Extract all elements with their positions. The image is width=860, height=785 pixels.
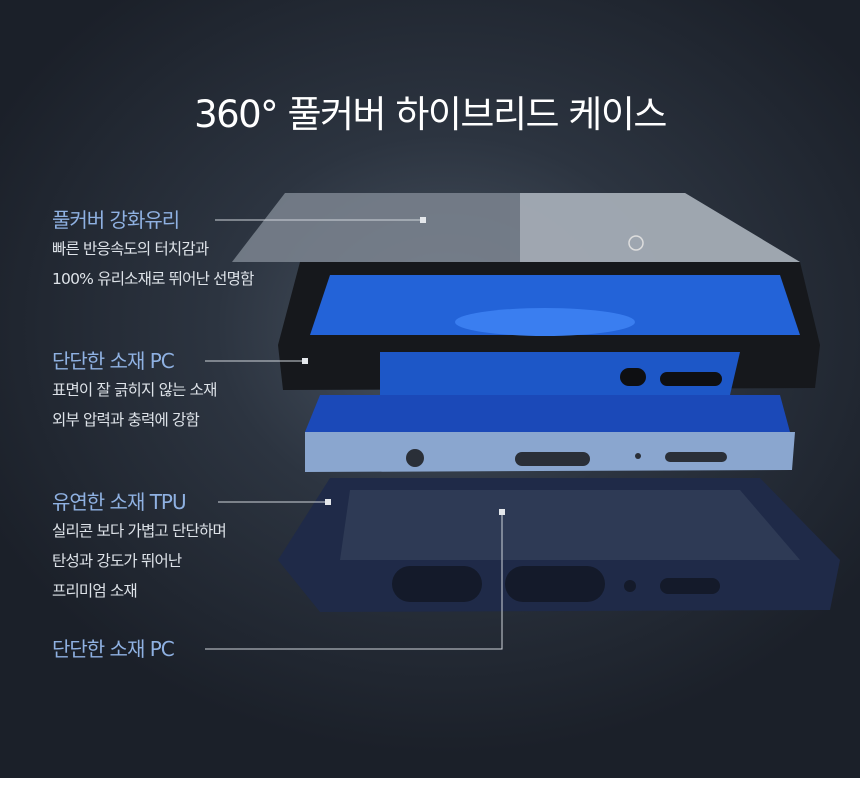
callout-pc-back: 단단한 소재 PC: [52, 636, 175, 662]
callout-tpu: 유연한 소재 TPU 실리콘 보다 가볍고 단단하며 탄성과 강도가 뛰어난 프…: [52, 489, 227, 605]
callout-line: 표면이 잘 긁히지 않는 소재: [52, 381, 217, 399]
tempered-glass-layer: [232, 193, 800, 262]
callout-line: 빠른 반응속도의 터치감과: [52, 240, 209, 258]
callout-heading: 단단한 소재 PC: [52, 349, 175, 373]
callout-pc-frame: 단단한 소재 PC 표면이 잘 긁히지 않는 소재 외부 압력과 충력에 강함: [52, 348, 217, 434]
callout-heading: 유연한 소재 TPU: [52, 490, 187, 514]
callout-line: 실리콘 보다 가볍고 단단하며: [52, 522, 227, 540]
tpu-bumper-layer: [278, 478, 840, 612]
callout-tempered-glass: 풀커버 강화유리 빠른 반응속도의 터치감과 100% 유리소재로 뛰어난 선명…: [52, 207, 254, 293]
phone-layer: [305, 395, 795, 472]
callout-line: 외부 압력과 충력에 강함: [52, 411, 200, 429]
callout-lines: [205, 219, 503, 650]
callout-heading: 풀커버 강화유리: [52, 208, 180, 232]
page-title: 360° 풀커버 하이브리드 케이스: [194, 93, 667, 136]
pc-frame-layer: [278, 262, 820, 395]
callout-line: 100% 유리소재로 뛰어난 선명함: [52, 270, 254, 288]
callout-heading: 단단한 소재 PC: [52, 637, 175, 661]
callout-line: 탄성과 강도가 뛰어난: [52, 552, 182, 570]
callout-line: 프리미엄 소재: [52, 582, 138, 600]
bottom-strip: [0, 778, 860, 785]
